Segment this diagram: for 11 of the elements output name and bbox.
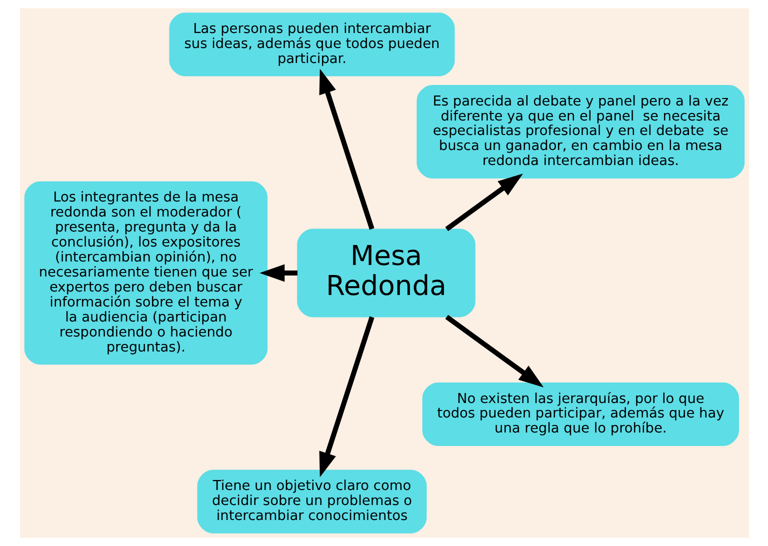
node-box: Los integrantes de la mesa redonda son el moderador ( presenta, pregunta y da la conclusión), los expositores (intercambian opinión), no necesariamente tienen que ser expertos pero deben buscar información sobre el tema y la audiencia (participan respondiendo o haciendo preguntas). [24,181,268,365]
arrow [444,174,522,232]
arrow [318,316,374,478]
node-box: Mesa Redonda [296,228,475,318]
node-box: Las personas pueden intercambiar sus ideas, además que todos pueden participar. [168,12,454,76]
node-box: No existen las jerarquías, por lo que todos pueden participar, además que hay una regla que lo prohíbe. [422,382,739,446]
arrow [444,314,544,388]
node-box: Es parecida al debate y panel pero a la vez diferente ya que en el panel se necesita especialistas profesional y en el debate se busca un ganador, en cambio en la mesa redonda intercambian ideas. [416,85,744,179]
arrow [259,264,297,282]
arrow [318,68,374,230]
node-box: Tiene un objetivo claro como decidir sobre un problemas o intercambiar conocimientos [196,470,426,534]
